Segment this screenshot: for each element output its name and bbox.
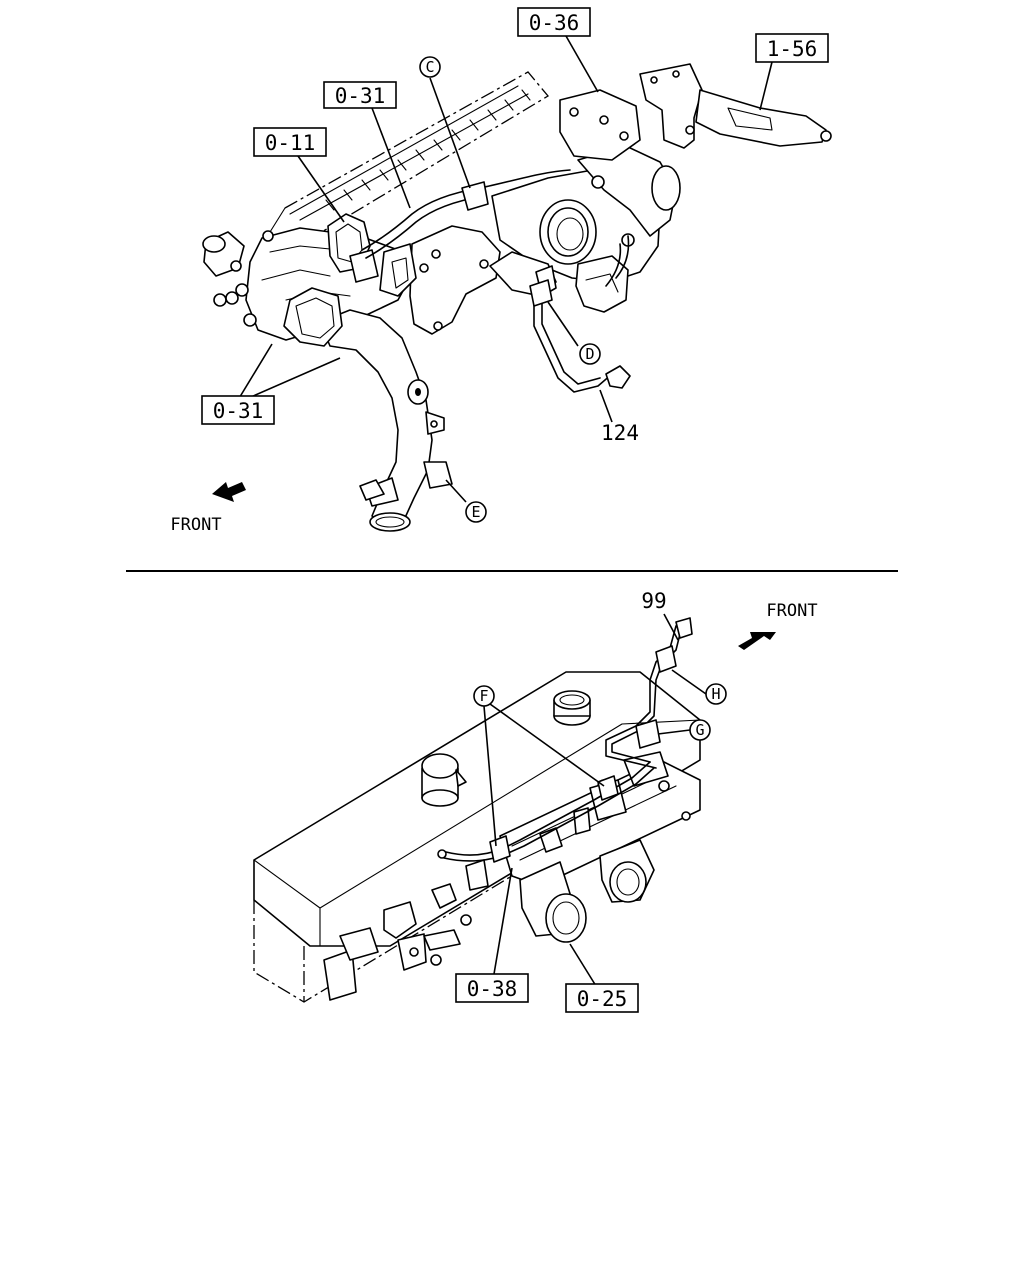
front-arrow-icon <box>738 632 776 650</box>
circle-label-d[interactable]: D <box>579 343 601 365</box>
ref-box-1-56[interactable]: 1-56 <box>755 33 829 63</box>
ref-box-0-36[interactable]: 0-36 <box>517 7 591 37</box>
pipe-fitting-99 <box>675 617 693 639</box>
leader-1-56 <box>759 61 773 111</box>
pipe-clip-d <box>529 279 553 307</box>
svg-text:0-31: 0-31 <box>335 84 386 108</box>
oil-filler-cap-2 <box>421 753 467 807</box>
leader-0-38 <box>493 867 513 975</box>
engine-head-ribs <box>289 85 531 221</box>
leader-h <box>671 669 707 695</box>
bottom-assembly: 0-38 0-25 F G H 99 FRONT <box>253 589 818 1013</box>
svg-text:C: C <box>425 58 434 76</box>
pipe-fitting-124 <box>605 365 631 389</box>
front-indicator-bottom: FRONT <box>738 601 818 650</box>
leader-0-25 <box>569 943 597 987</box>
svg-text:0-31: 0-31 <box>213 399 264 423</box>
part-number-124[interactable]: 124 <box>601 421 639 445</box>
pipe-end-left <box>437 849 447 859</box>
svg-text:E: E <box>471 503 480 521</box>
turbo-oil-pipe-upper-2 <box>365 195 485 259</box>
svg-text:FRONT: FRONT <box>766 601 817 621</box>
turbo-pipe-right <box>605 235 630 287</box>
turbo-oil-return-pipe-2 <box>541 289 601 385</box>
svg-text:F: F <box>479 687 488 705</box>
leader-e <box>445 479 467 503</box>
front-indicator-top: FRONT <box>170 482 246 535</box>
pipe-clip-c <box>461 181 489 211</box>
ref-box-0-11[interactable]: 0-11 <box>253 127 327 157</box>
water-outlet <box>202 231 257 327</box>
ref-box-0-31-lower[interactable]: 0-31 <box>201 395 275 425</box>
top-assembly: 0-36 1-56 0-31 0-11 0-31 C D E <box>170 7 832 535</box>
ref-box-0-25[interactable]: 0-25 <box>565 983 639 1013</box>
svg-text:0-38: 0-38 <box>467 977 518 1001</box>
circle-label-f[interactable]: F <box>473 685 495 707</box>
svg-text:FRONT: FRONT <box>170 515 221 535</box>
engine-head-outline <box>284 71 549 237</box>
part-number-99[interactable]: 99 <box>641 589 666 613</box>
ref-box-0-31-upper[interactable]: 0-31 <box>323 81 397 109</box>
pipe-clip-h <box>655 645 677 673</box>
turbo-bracket <box>559 63 832 161</box>
circle-label-g[interactable]: G <box>689 719 711 741</box>
exhaust-down-pipe <box>283 287 453 532</box>
front-arrow-icon <box>212 482 246 502</box>
pipe-clip-f-right <box>597 775 619 801</box>
svg-text:D: D <box>585 345 594 363</box>
leader-f-left <box>483 705 497 847</box>
ref-box-0-38[interactable]: 0-38 <box>455 973 529 1003</box>
turbocharger <box>489 145 681 313</box>
circle-label-e[interactable]: E <box>465 501 487 523</box>
leader-0-11 <box>297 155 345 223</box>
oil-filler-cap-1 <box>553 690 591 726</box>
leader-0-31-lower-a <box>237 343 273 401</box>
block-side-details <box>323 883 472 1001</box>
leader-0-31-lower-b <box>243 357 341 401</box>
circle-label-c[interactable]: C <box>419 56 441 78</box>
leader-124 <box>599 389 613 423</box>
leader-c <box>429 77 471 189</box>
leader-d <box>547 301 579 347</box>
svg-text:0-36: 0-36 <box>529 11 580 35</box>
svg-text:G: G <box>695 721 704 739</box>
circle-label-h[interactable]: H <box>705 683 727 705</box>
svg-text:H: H <box>711 685 720 703</box>
cylinder-head-dashed <box>253 819 605 1003</box>
pipe-clip-g <box>635 719 661 749</box>
support-bracket <box>379 225 501 335</box>
leader-99 <box>663 613 679 641</box>
rocker-cover-edge <box>253 719 701 947</box>
heat-shield <box>262 213 379 283</box>
turbo-oil-return-pipe <box>533 289 613 393</box>
turbo-oil-pipe-upper <box>361 169 571 251</box>
leader-0-31-upper <box>371 107 411 209</box>
leader-g <box>657 729 691 735</box>
leader-0-36 <box>565 35 599 93</box>
svg-text:0-11: 0-11 <box>265 131 316 155</box>
svg-text:1-56: 1-56 <box>767 37 818 61</box>
leader-f-right <box>489 703 605 787</box>
svg-text:0-25: 0-25 <box>577 987 628 1011</box>
rocker-cover <box>253 671 701 947</box>
